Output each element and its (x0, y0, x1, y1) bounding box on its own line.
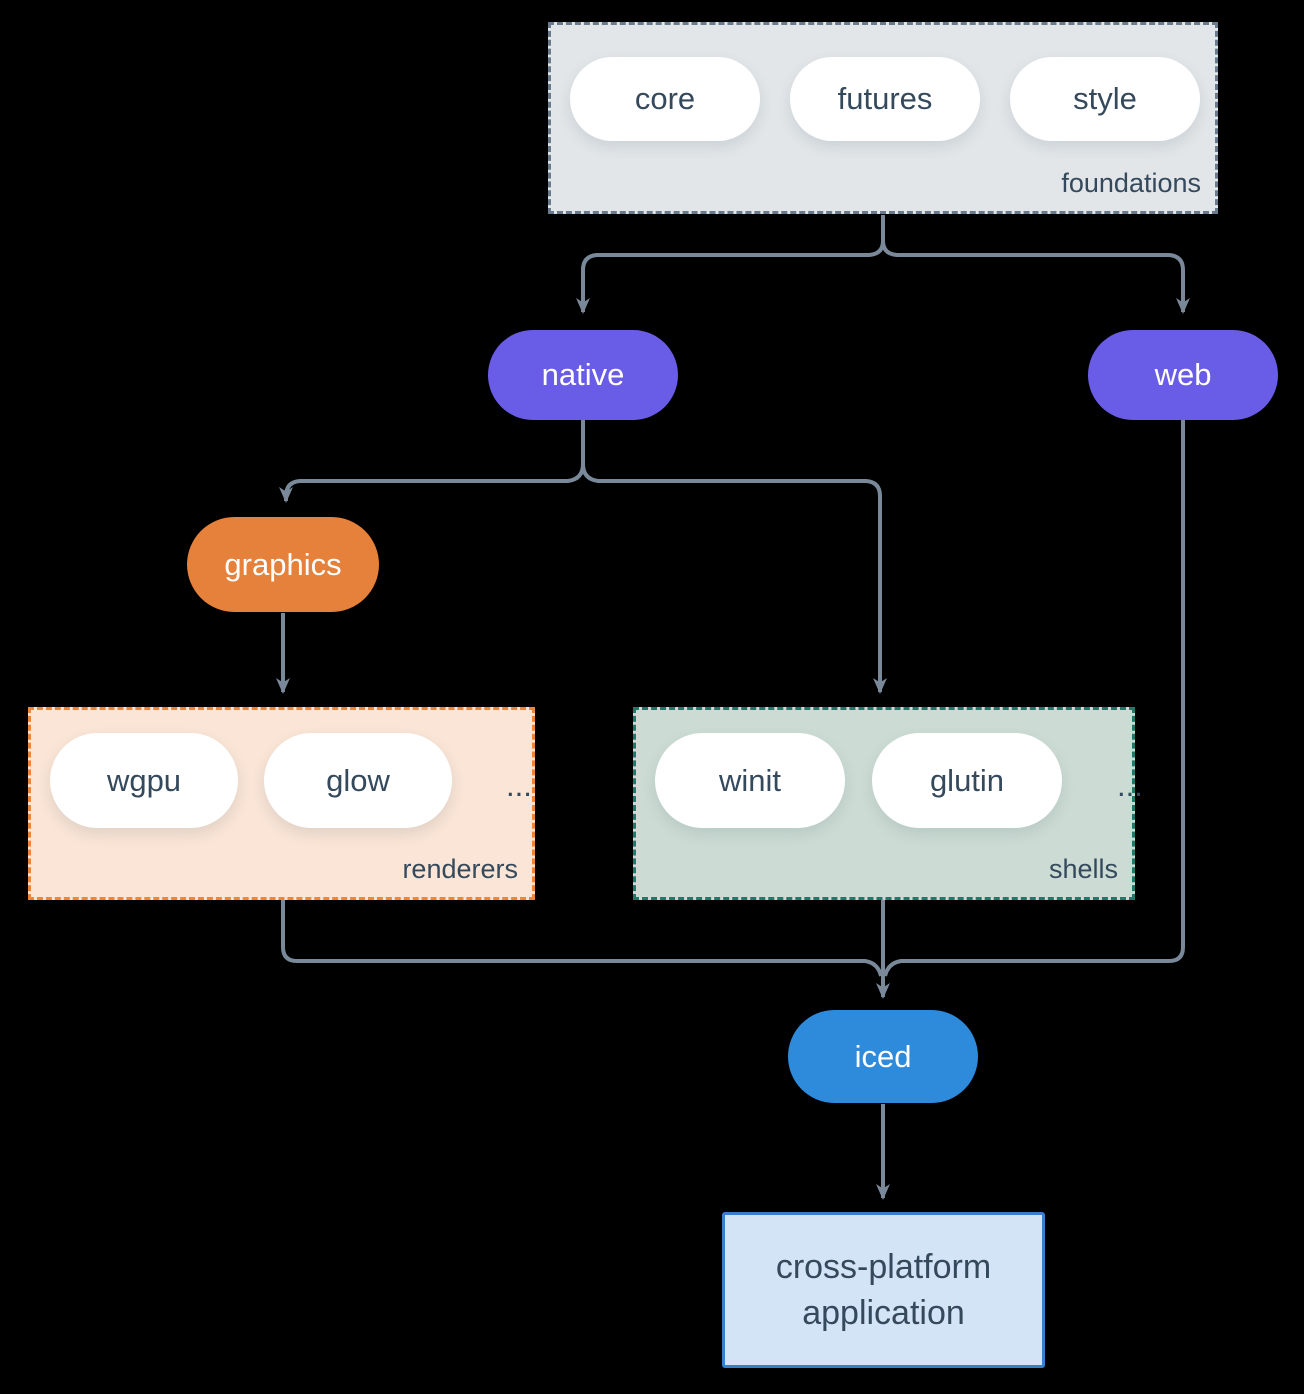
node-wgpu-label: wgpu (106, 762, 182, 798)
renderers-pill-row: wgpu glow ... (50, 733, 532, 828)
node-style: style (1010, 57, 1200, 141)
node-glutin: glutin (872, 733, 1062, 828)
node-glutin-label: glutin (929, 762, 1005, 798)
group-foundations: core futures style foundations (548, 22, 1218, 214)
node-web-label: web (1154, 357, 1212, 392)
node-core: core (570, 57, 760, 141)
node-graphics: graphics (187, 517, 379, 612)
edge-web-iced (883, 420, 1185, 977)
edge-native-graphics (279, 420, 585, 503)
application-label-line2: application (802, 1294, 965, 1332)
foundations-pill-row: core futures style (570, 57, 1200, 141)
node-style-label: style (1073, 81, 1137, 116)
shells-ellipsis: ... (1117, 767, 1143, 803)
shells-pill-row: winit glutin ... (655, 733, 1143, 828)
node-core-label: core (634, 81, 696, 116)
node-iced-label: iced (854, 1038, 912, 1074)
group-renderers: wgpu glow ... renderers (28, 707, 535, 900)
edge-foundations-web (881, 215, 1190, 314)
node-cross-platform-application: cross-platform application (722, 1212, 1045, 1368)
node-futures: futures (790, 57, 980, 141)
shells-group-label: shells (1048, 854, 1118, 884)
node-web: web (1088, 330, 1278, 420)
node-graphics-label: graphics (224, 546, 342, 582)
node-native-label: native (541, 357, 625, 392)
node-wgpu: wgpu (50, 733, 238, 828)
node-futures-label: futures (837, 81, 933, 116)
node-glow-label: glow (326, 762, 390, 798)
node-glow: glow (264, 733, 452, 828)
node-winit: winit (655, 733, 845, 828)
node-native: native (488, 330, 678, 420)
group-shells: winit glutin ... shells (633, 707, 1143, 900)
foundations-group-label: foundations (1061, 168, 1201, 198)
node-iced: iced (788, 1010, 978, 1103)
renderers-ellipsis: ... (506, 767, 532, 803)
node-winit-label: winit (718, 762, 781, 798)
edge-renderers-iced (281, 900, 883, 977)
edge-foundations-native (576, 215, 885, 314)
application-label-line1: cross-platform (775, 1248, 992, 1286)
edge-native-shells (581, 420, 887, 694)
renderers-group-label: renderers (402, 854, 518, 884)
